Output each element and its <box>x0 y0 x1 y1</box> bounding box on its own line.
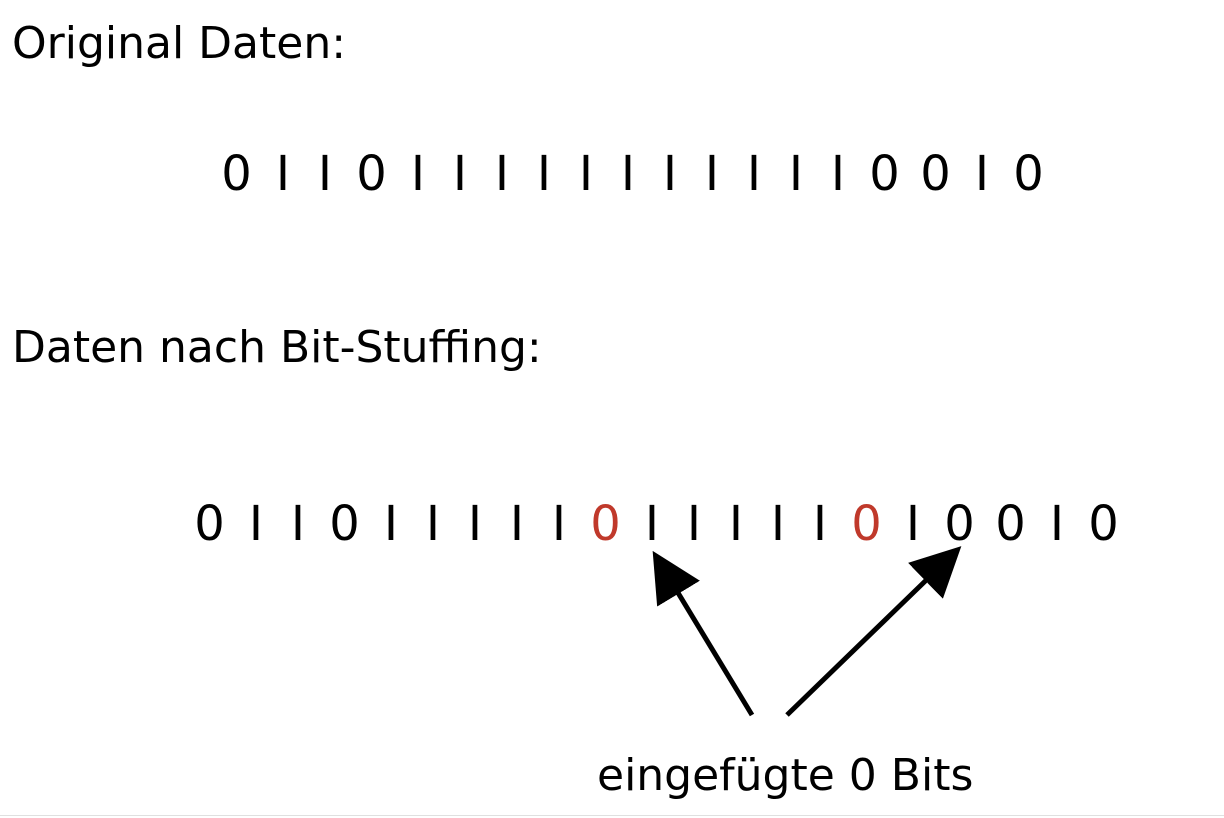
original-data-heading: Original Daten: <box>12 18 347 69</box>
original-bit: 0 <box>1013 146 1044 202</box>
original-bit: I <box>578 146 594 202</box>
stuffed-bit: I <box>905 496 921 552</box>
original-bit: I <box>830 146 846 202</box>
original-bit: I <box>662 146 678 202</box>
original-bit: I <box>974 146 990 202</box>
original-bit: 0 <box>221 146 252 202</box>
stuffed-bit: 0 <box>329 496 360 552</box>
original-bit: I <box>275 146 291 202</box>
stuffed-bit: I <box>383 496 399 552</box>
inserted-bits-label: eingefügte 0 Bits <box>597 750 974 801</box>
bottom-divider <box>0 815 1224 816</box>
stuffed-bit: I <box>467 496 483 552</box>
stuffed-bit: I <box>728 496 744 552</box>
original-bit: I <box>410 146 426 202</box>
original-bit: 0 <box>869 146 900 202</box>
stuffed-bit: I <box>290 496 306 552</box>
stuffed-bit: I <box>812 496 828 552</box>
original-bit: 0 <box>920 146 951 202</box>
original-bit: 0 <box>356 146 387 202</box>
stuffed-bit: I <box>425 496 441 552</box>
original-bit: I <box>317 146 333 202</box>
stuffed-bit: I <box>770 496 786 552</box>
stuffed-bit: I <box>1049 496 1065 552</box>
stuffed-bit: 0 <box>944 496 975 552</box>
original-bit: I <box>452 146 468 202</box>
stuffed-bit: 0 <box>194 496 225 552</box>
stuffed-bit: 0 <box>995 496 1026 552</box>
arrow-to-second-inserted-bit <box>785 546 962 717</box>
stuffed-bit: I <box>509 496 525 552</box>
stuffed-data-heading: Daten nach Bit-Stuffing: <box>12 322 542 373</box>
arrow-to-first-inserted-bit <box>652 550 755 717</box>
original-bit: I <box>494 146 510 202</box>
stuffed-bit: I <box>248 496 264 552</box>
stuffed-inserted-bit: 0 <box>590 496 621 552</box>
original-bit: I <box>536 146 552 202</box>
original-bit: I <box>788 146 804 202</box>
stuffed-bit: 0 <box>1088 496 1119 552</box>
stuffed-inserted-bit: 0 <box>851 496 882 552</box>
original-bit: I <box>746 146 762 202</box>
stuffed-bit: I <box>551 496 567 552</box>
stuffed-bit: I <box>644 496 660 552</box>
original-bit: I <box>704 146 720 202</box>
stuffed-bit: I <box>686 496 702 552</box>
original-bit: I <box>620 146 636 202</box>
